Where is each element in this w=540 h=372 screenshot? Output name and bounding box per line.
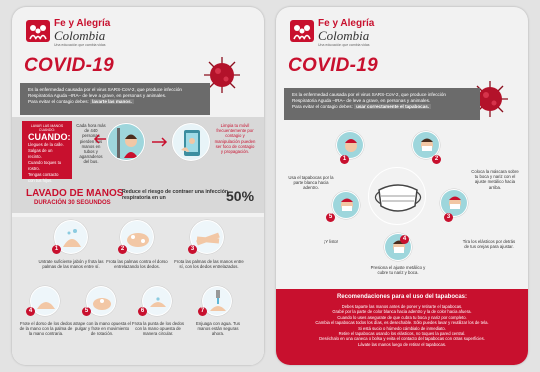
recommendations-title: Recomendaciones para el uso del tapaboca… xyxy=(336,294,468,300)
recommendation-item: Retire el tapabocas usando los elásticos… xyxy=(338,331,466,337)
step-5-illustration xyxy=(86,286,116,316)
step-4-illustration xyxy=(30,286,60,316)
bus-hand-icon xyxy=(108,124,144,160)
page-title: COVID-19 xyxy=(288,55,379,76)
bus-illustration xyxy=(107,123,145,161)
step-text: Frota las palmas contra el dorso entrela… xyxy=(106,259,168,270)
recommendation-item: Cambia el tapabocas todos los días, es d… xyxy=(315,320,489,326)
mask-done-icon xyxy=(333,192,359,218)
step-1-illustration xyxy=(54,220,88,254)
soap-hands-icon xyxy=(55,221,87,253)
mask-step-number: 2 xyxy=(432,155,441,164)
when-item: Salgas de un recinto. xyxy=(28,148,53,159)
brand-tagline: Una educación que cambia vidas xyxy=(54,43,106,47)
phone-illustration xyxy=(172,123,210,161)
recommendation-item: Si está sucio o húmedo cámbialo de inmed… xyxy=(358,325,446,331)
wash-title: LAVADO DE MANOS xyxy=(26,188,124,199)
step-number: 5 xyxy=(82,307,91,316)
intro-box: Es la enfermedad causada por el virus SA… xyxy=(20,83,210,115)
mask-center xyxy=(368,167,426,225)
mask-step-1-illustration xyxy=(336,131,364,159)
mask-step-3-illustration xyxy=(440,189,468,217)
arrow-icon xyxy=(152,137,168,147)
brand-tagline: Una educación que cambia vidas xyxy=(318,43,370,47)
rinse-icon xyxy=(203,287,231,315)
phone-cleaning-icon xyxy=(173,124,209,160)
mask-step-2-illustration xyxy=(412,131,440,159)
step-text: Frota las palmas de las manos entre sí, … xyxy=(174,259,244,270)
when-box: LAVAR LAS MANOS CUANDO: CUANDO: Llegues … xyxy=(22,121,72,183)
recommendation-item: Debes taparte las manos antes de poner y… xyxy=(341,304,463,309)
recommendations-box: Recomendaciones para el uso del tapaboca… xyxy=(276,289,528,365)
mask-step-number: 1 xyxy=(340,155,349,164)
step-2-illustration xyxy=(120,220,154,254)
reduce-text: Reduce el riesgo de contraer una infecci… xyxy=(122,189,229,201)
intro-box: Es la enfermedad causada por el virus SA… xyxy=(284,88,480,120)
brand-name: Fe y Alegría xyxy=(318,18,375,29)
mask-step-text: Tira los elásticos por detrás de tus ore… xyxy=(462,239,516,250)
fingertips-icon xyxy=(143,287,171,315)
hand-back-icon xyxy=(31,287,59,315)
step-text: Frote el dorso de los dedos de la mano c… xyxy=(19,321,73,337)
when-item: Llegues de la calle. xyxy=(28,142,64,147)
family-logo-icon xyxy=(26,20,50,42)
mask-step-text: ¡Y listo! xyxy=(323,239,339,244)
step-number: 3 xyxy=(188,245,197,254)
step-number: 7 xyxy=(198,307,207,316)
recommendation-item: Lávate las manos luego de retirar el tap… xyxy=(357,341,447,347)
step-text: atrape con la mano opuesta el pulgar y f… xyxy=(73,321,131,337)
step-6-illustration xyxy=(142,286,172,316)
mask-step-number: 3 xyxy=(444,213,453,222)
page-title: COVID-19 xyxy=(24,55,115,76)
step-text: Untrate suficiente jabón y frota las pal… xyxy=(38,259,104,270)
when-item: Tengas contacto con tus hijos. xyxy=(28,172,59,183)
reduce-percent: 50% xyxy=(226,188,255,204)
when-item: Cuando toques tu rostro. xyxy=(28,160,62,171)
step-7-illustration xyxy=(202,286,232,316)
poster-mask: Fe y Alegría Colombia Una educación que … xyxy=(276,7,528,365)
mask-hold-icon xyxy=(337,132,363,158)
step-number: 1 xyxy=(52,245,61,254)
recommendation-item: Cuando lo uses asegurate de que cubra tu… xyxy=(337,314,467,320)
intro-tip-prefix: Para evitar el contagio debes: xyxy=(28,98,89,104)
step-number: 2 xyxy=(118,245,127,254)
step-text: Frota la punta de los dedos con la mano … xyxy=(131,321,185,337)
recommendation-item: Grabé por la parte de color blanca hacia… xyxy=(332,309,472,315)
virus-icon xyxy=(472,81,508,117)
mask-place-icon xyxy=(413,132,439,158)
family-logo-icon xyxy=(290,20,314,42)
mask-step-text: Coloca la máscara sobre tu boca y nariz … xyxy=(471,169,519,190)
mask-ears-icon xyxy=(441,190,467,216)
virus-icon xyxy=(204,57,240,93)
mask-step-5-illustration xyxy=(332,191,360,219)
clean-phone-text: Limpia tu móvil frecuentemente por conta… xyxy=(214,123,256,155)
intro-text: Es la enfermedad causada por el virus SA… xyxy=(28,87,182,98)
face-mask-icon xyxy=(374,184,422,212)
fingers-interlaced-icon xyxy=(191,221,223,253)
brand-name: Fe y Alegría xyxy=(54,18,111,29)
step-number: 4 xyxy=(26,307,35,316)
intro-tip-prefix: Para evitar el contagio debes: xyxy=(292,103,353,109)
recommendation-item: Deséchalo en una caneca o bolsa y evita … xyxy=(319,336,485,342)
mask-step-text: Presiona el ajuste metálico y cubre tu n… xyxy=(370,265,426,276)
intro-tip-highlight: lavarte las manos. xyxy=(90,98,134,104)
mask-step-number: 4 xyxy=(400,235,409,244)
brand-country: Colombia xyxy=(318,28,370,43)
step-number: 6 xyxy=(138,307,147,316)
arrow-icon xyxy=(93,134,106,144)
mask-step-number: 5 xyxy=(326,213,335,222)
when-small-label: LAVAR LAS MANOS CUANDO: xyxy=(30,124,64,132)
intro-tip-highlight: usar correctamente el tapabocas. xyxy=(354,103,432,109)
intro-text: Es la enfermedad causada por el virus SA… xyxy=(292,92,446,103)
poster-handwashing: Fe y Alegría Colombia Una educación que … xyxy=(12,7,264,365)
step-text: Enjuaga con agua. Tus manos están segura… xyxy=(196,321,240,337)
wash-subtitle: DURACIÓN 30 SEGUNDOS xyxy=(34,200,111,206)
each-hour-text: Cada hora más de 440 personas pierden su… xyxy=(76,123,106,165)
thumb-rub-icon xyxy=(87,287,115,315)
when-title: CUANDO: xyxy=(28,132,71,142)
mask-step-text: Usa el tapabocas por la parte blanca hac… xyxy=(288,175,334,191)
brand-country: Colombia xyxy=(54,28,106,43)
recommendations-list: Debes taparte las manos antes de poner y… xyxy=(286,304,518,347)
